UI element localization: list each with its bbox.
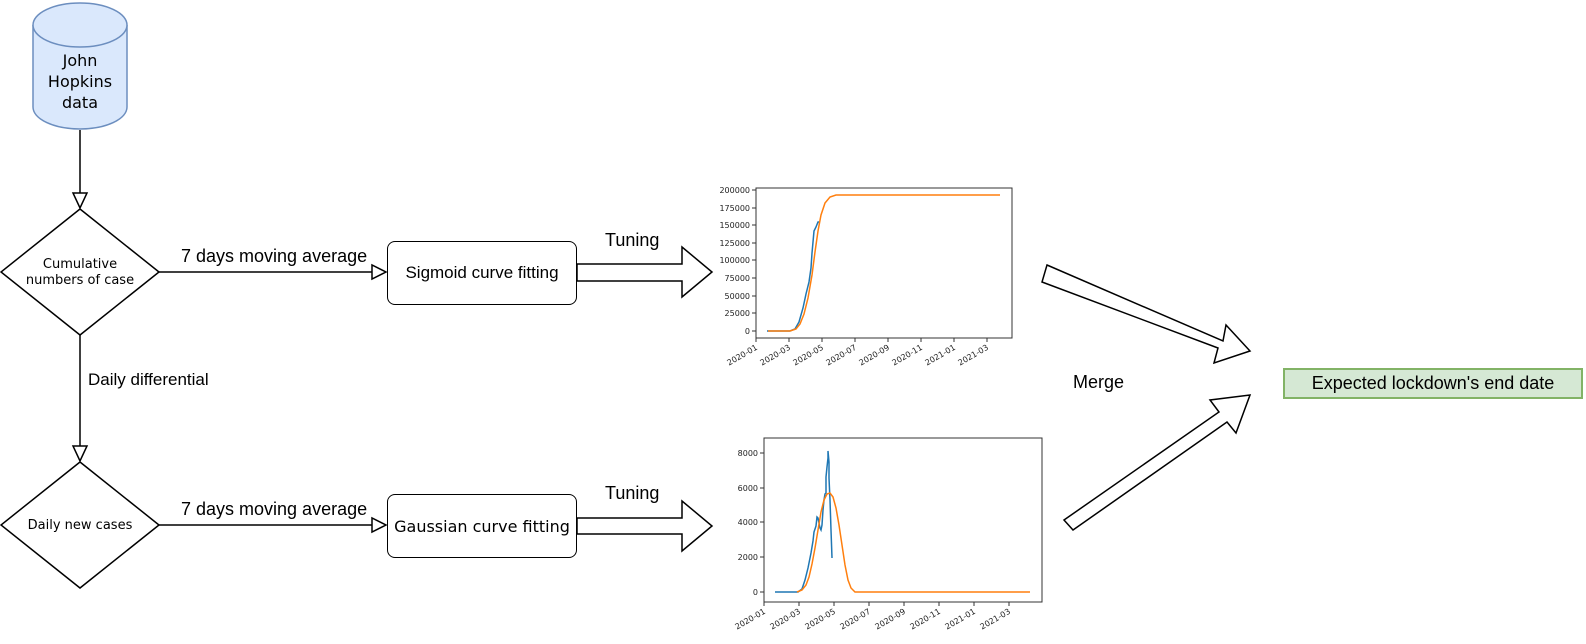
svg-text:25000: 25000	[725, 309, 750, 318]
source-database-label: John Hopkins data	[33, 50, 127, 113]
edge-label-moving-average-bottom: 7 days moving average	[181, 499, 368, 519]
merge-arrow-top-icon	[1041, 263, 1252, 365]
svg-text:0: 0	[753, 588, 758, 597]
merge-arrow-bottom-icon	[1062, 394, 1252, 531]
sigmoid-fit-box: Sigmoid curve fitting	[387, 241, 577, 305]
cumulative-node-label: Cumulative numbers of case	[20, 257, 140, 289]
database-cylinder	[32, 2, 128, 130]
tuning-label-top: Tuning	[605, 230, 660, 250]
edge-cumulative-to-sigmoid	[159, 263, 388, 281]
gaussian-fit-box: Gaussian curve fitting	[387, 494, 577, 558]
series-gaussian-fit	[796, 492, 1030, 593]
cumulative-line-2: numbers of case	[25, 273, 135, 288]
svg-text:175000: 175000	[719, 204, 750, 213]
result-box: Expected lockdown's end date	[1283, 368, 1583, 399]
svg-text:2020-05: 2020-05	[804, 607, 837, 632]
source-line-1: John	[62, 51, 98, 70]
sigmoid-fit-label: Sigmoid curve fitting	[405, 263, 559, 282]
svg-text:2020-11: 2020-11	[891, 343, 924, 368]
merge-label: Merge	[1073, 372, 1125, 392]
gaussian-chart: 0 2000 4000 6000 8000 2020-01 2020-03 20…	[734, 437, 1043, 632]
edge-daily-to-gaussian	[159, 516, 388, 534]
svg-text:2020-07: 2020-07	[825, 343, 858, 368]
svg-text:2021-01: 2021-01	[944, 607, 977, 632]
source-line-3: data	[61, 93, 99, 112]
svg-text:8000: 8000	[738, 449, 758, 458]
daily-diamond	[0, 461, 161, 589]
svg-text:2020-01: 2020-01	[734, 607, 767, 632]
svg-text:150000: 150000	[719, 221, 750, 230]
svg-text:2020-03: 2020-03	[759, 343, 792, 368]
svg-text:100000: 100000	[719, 256, 750, 265]
tuning-arrow-gaussian-icon	[576, 499, 714, 553]
daily-node-label: Daily new cases	[27, 518, 133, 533]
svg-text:6000: 6000	[738, 484, 758, 493]
series-sigmoid-fit	[768, 194, 1000, 332]
gaussian-fit-label: Gaussian curve fitting	[394, 516, 570, 536]
edge-source-to-cumulative	[71, 130, 89, 210]
svg-text:2021-03: 2021-03	[979, 607, 1012, 632]
cumulative-line-1: Cumulative	[42, 257, 118, 272]
edge-label-daily-differential: Daily differential	[88, 370, 209, 389]
svg-text:125000: 125000	[719, 239, 750, 248]
source-line-2: Hopkins	[47, 72, 113, 91]
svg-text:50000: 50000	[725, 292, 750, 301]
svg-text:2021-01: 2021-01	[924, 343, 957, 368]
result-label: Expected lockdown's end date	[1311, 373, 1555, 393]
svg-text:2020-09: 2020-09	[874, 607, 907, 632]
svg-text:0: 0	[745, 327, 750, 336]
svg-text:2000: 2000	[738, 553, 758, 562]
tuning-arrow-sigmoid-icon	[576, 245, 714, 299]
svg-text:2021-03: 2021-03	[957, 343, 990, 368]
svg-text:2020-03: 2020-03	[769, 607, 802, 632]
series-actual-daily	[775, 450, 833, 593]
svg-text:2020-07: 2020-07	[839, 607, 872, 632]
svg-text:200000: 200000	[719, 186, 750, 195]
svg-text:2020-05: 2020-05	[792, 343, 825, 368]
svg-text:2020-01: 2020-01	[726, 343, 759, 368]
edge-cumulative-to-daily	[71, 335, 89, 463]
svg-text:75000: 75000	[725, 274, 750, 283]
edge-label-moving-average-top: 7 days moving average	[181, 246, 368, 266]
sigmoid-chart: 200000 175000 150000 125000 100000 75000…	[719, 186, 1013, 368]
svg-text:2020-09: 2020-09	[858, 343, 891, 368]
svg-text:2020-11: 2020-11	[909, 607, 942, 632]
tuning-label-bottom: Tuning	[605, 483, 660, 503]
svg-text:4000: 4000	[738, 518, 758, 527]
